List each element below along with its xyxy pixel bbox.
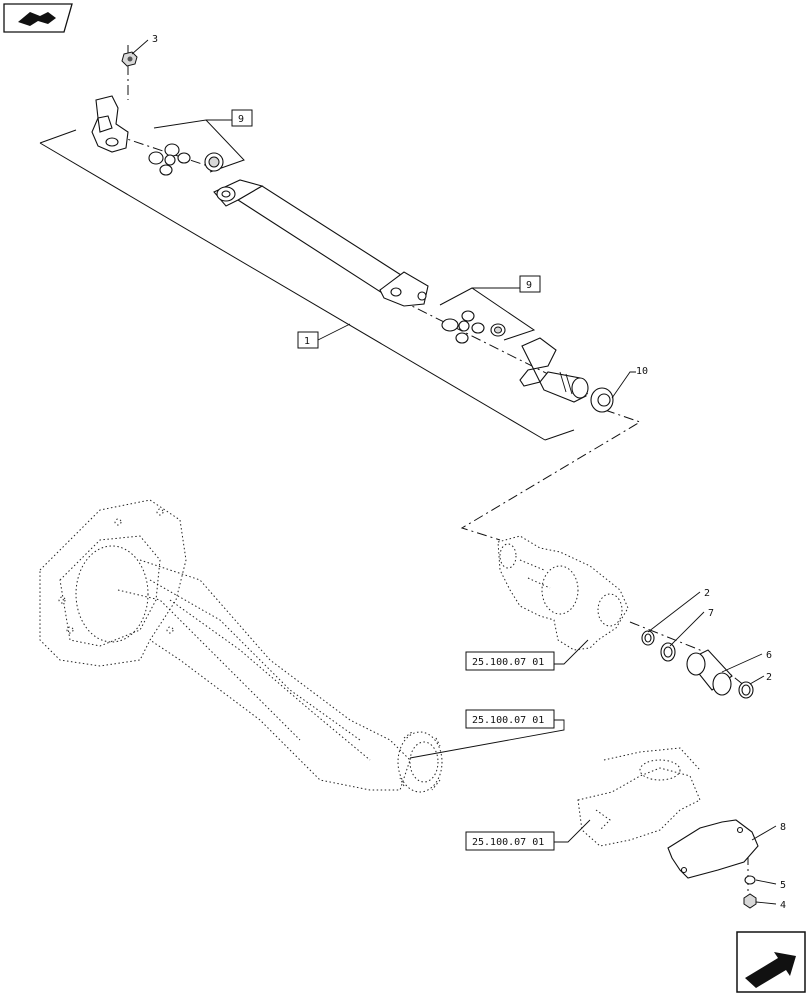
- snap-ring-2-lower[interactable]: [738, 681, 754, 699]
- reference-link-top[interactable]: 25.100.07 01: [465, 639, 589, 671]
- callout-4: 4: [755, 900, 786, 911]
- callout-10-label: 10: [636, 366, 648, 377]
- callout-9-upper: 9: [231, 109, 253, 127]
- seal-part-7[interactable]: [660, 642, 676, 662]
- callout-6: 6: [721, 650, 772, 673]
- callout-3: 3: [131, 34, 158, 55]
- drive-shaft-part-1[interactable]: [213, 179, 429, 307]
- callout-9-lower-label: 9: [526, 280, 532, 291]
- nut-part-4[interactable]: [743, 893, 757, 909]
- snap-ring-2-upper[interactable]: [641, 630, 655, 646]
- reference-link-bottom[interactable]: 25.100.07 01: [465, 819, 591, 851]
- shield-part-8[interactable]: [667, 819, 759, 879]
- centerline-link: [460, 409, 642, 541]
- callout-10: 10: [611, 366, 648, 399]
- callout-9-upper-label: 9: [238, 114, 244, 125]
- book-page-arrow-icon[interactable]: [3, 3, 73, 33]
- upper-seal-ring[interactable]: [204, 152, 224, 172]
- reference-top-label: 25.100.07 01: [472, 657, 544, 668]
- upper-yoke[interactable]: [91, 95, 129, 153]
- callout-2-lower-label: 2: [766, 672, 772, 683]
- lower-ujoint-cross[interactable]: [441, 310, 485, 344]
- reference-link-mid[interactable]: 25.100.07 01: [409, 709, 565, 759]
- callout-1: 1: [297, 323, 351, 349]
- reference-mid-label: 25.100.07 01: [472, 715, 544, 726]
- ujoint-kit-bracket-upper: [153, 119, 245, 173]
- seal-part-10[interactable]: [590, 387, 614, 413]
- axle-end-hub: [397, 731, 443, 793]
- callout-3-label: 3: [152, 34, 158, 45]
- callout-4-label: 4: [780, 900, 786, 911]
- upper-ujoint-cross[interactable]: [148, 143, 191, 176]
- axle-housing: [39, 499, 411, 791]
- ujoint-kit-bracket-lower: [439, 287, 536, 341]
- nut-part-3[interactable]: [121, 51, 138, 67]
- callout-1-label: 1: [304, 336, 310, 347]
- lower-seal-ring[interactable]: [490, 323, 506, 337]
- callout-7-label: 7: [708, 608, 714, 619]
- slip-yoke[interactable]: [519, 337, 589, 403]
- next-page-arrow-icon[interactable]: [736, 931, 806, 993]
- callout-2-upper: 2: [647, 588, 710, 633]
- sleeve-part-6[interactable]: [686, 649, 733, 696]
- pinion-housing: [497, 535, 629, 651]
- callout-8: 8: [751, 822, 786, 841]
- callout-9-lower: 9: [519, 275, 541, 293]
- callout-7: 7: [669, 608, 714, 647]
- washer-part-5[interactable]: [744, 875, 756, 885]
- axle-support-bracket: [577, 747, 701, 847]
- centerline-parts: [629, 621, 751, 691]
- callout-6-label: 6: [766, 650, 772, 661]
- callout-8-label: 8: [780, 822, 786, 833]
- callout-5: 5: [755, 879, 786, 891]
- callout-2-upper-label: 2: [704, 588, 710, 599]
- reference-bottom-label: 25.100.07 01: [472, 837, 544, 848]
- shaft-assembly-frame: [39, 129, 575, 441]
- callout-2-lower: 2: [749, 672, 772, 685]
- callout-5-label: 5: [780, 880, 786, 891]
